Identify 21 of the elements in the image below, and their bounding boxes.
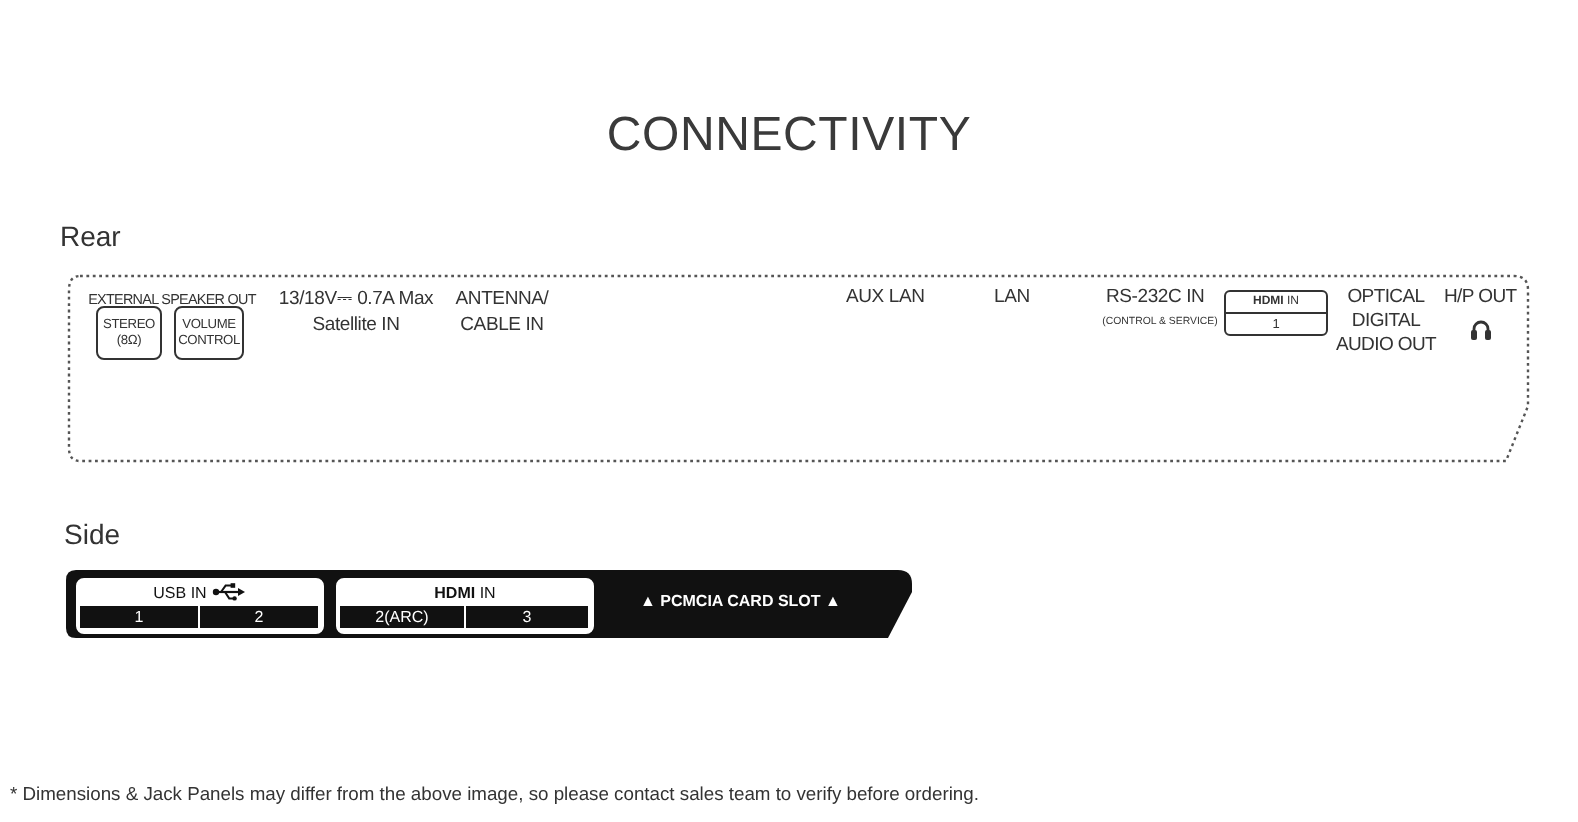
port-number: 2(ARC) (338, 604, 466, 630)
port-number: 1 (78, 604, 200, 630)
port-group (1224, 290, 1328, 336)
port-label: RS-232C IN (1106, 286, 1205, 309)
port-group (336, 578, 594, 634)
port-label: AUX LAN (846, 286, 925, 309)
footnote: * Dimensions & Jack Panels may differ from the above image, so please contact sales team to verify before ordering. (10, 782, 979, 804)
port-label: OPTICAL DIGITAL AUDIO OUT (1333, 286, 1439, 358)
port-label: H/P OUT (1444, 286, 1517, 309)
section-heading: Side (64, 518, 121, 550)
port-number: 2 (198, 604, 320, 630)
slot-label: ▲ PCMCIA CARD SLOT ▲ (640, 592, 841, 610)
port-group (76, 578, 324, 634)
port-label: 13/18V⎓ 0.7A Max Satellite IN (276, 286, 436, 338)
page-title: CONNECTIVITY (604, 108, 974, 164)
port-label: ANTENNA/ CABLE IN (453, 286, 551, 338)
port-label: HDMI IN (434, 583, 496, 601)
section-heading: Rear (60, 220, 121, 252)
port-label: USB IN (153, 583, 207, 601)
port-number: 3 (464, 604, 590, 630)
port-label: LAN (994, 286, 1030, 309)
